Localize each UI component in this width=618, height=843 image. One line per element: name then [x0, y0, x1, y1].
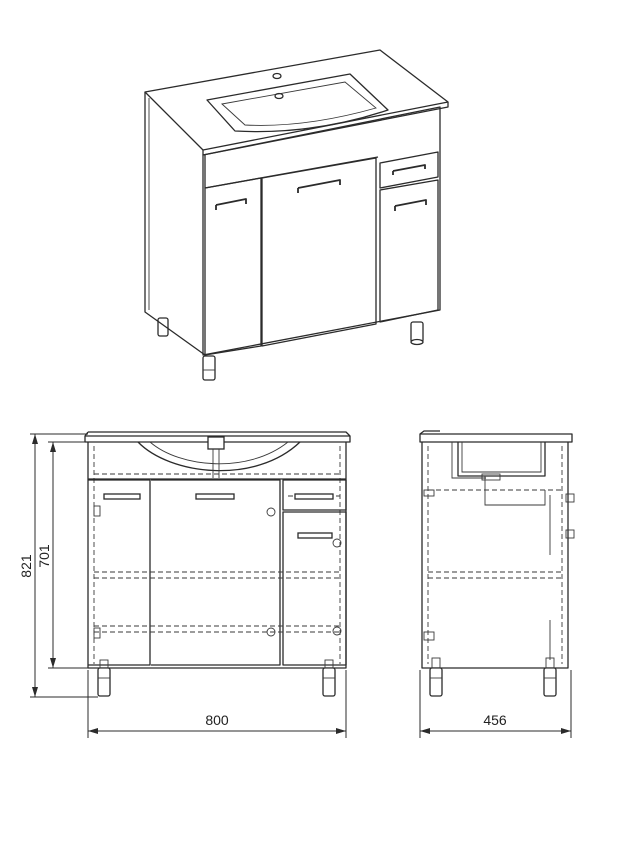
side-countertop: [419, 433, 573, 443]
dimension-lines: [30, 433, 572, 738]
front-view: [84, 431, 351, 697]
total-height-label: 821: [18, 554, 34, 578]
side-siphon: [484, 476, 546, 506]
front-hinges: [93, 505, 342, 639]
front-countertop: [84, 435, 351, 443]
iso-basin: [206, 73, 389, 133]
iso-center-door: [261, 157, 377, 347]
iso-drain: [274, 92, 284, 100]
front-basin: [137, 441, 301, 472]
iso-back-leg: [157, 317, 424, 346]
iso-drawer-handle: [392, 164, 426, 172]
iso-center-door-handle: [297, 179, 341, 193]
iso-left-door: [204, 177, 262, 356]
isometric-view: [144, 49, 449, 381]
iso-front: [202, 106, 441, 356]
depth-label: 456: [483, 712, 507, 728]
side-carcass: [421, 442, 569, 669]
side-view: [419, 430, 575, 697]
iso-front-leg: [202, 355, 216, 381]
front-shelf: [94, 571, 340, 579]
front-handles: [103, 493, 334, 539]
side-legs: [429, 657, 557, 697]
front-drawer: [282, 479, 347, 511]
width-label: 800: [205, 712, 229, 728]
iso-tap-hole: [272, 72, 282, 80]
front-tap: [207, 436, 225, 450]
side-basin: [457, 442, 546, 477]
cabinet-height-label: 701: [36, 544, 52, 568]
front-carcass: [87, 442, 347, 669]
side-fittings: [423, 489, 575, 660]
iso-side-panel: [144, 92, 206, 356]
side-shelf: [428, 571, 562, 579]
iso-left-door-handle: [215, 198, 247, 210]
iso-countertop: [144, 49, 449, 151]
iso-right-door: [379, 179, 439, 323]
iso-drawer: [379, 151, 439, 189]
front-center-door: [151, 479, 281, 666]
front-right-door: [282, 511, 347, 666]
iso-right-door-handle: [394, 199, 427, 211]
front-left-door: [88, 479, 151, 666]
front-legs: [97, 659, 336, 697]
